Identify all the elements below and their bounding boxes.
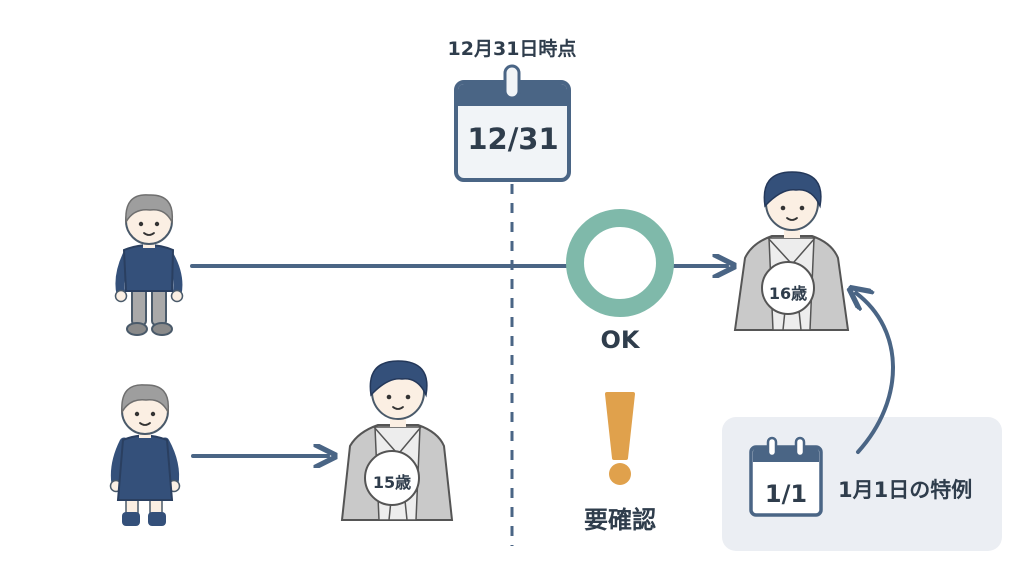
special-case-label: 1月1日の特例 (838, 478, 973, 502)
reference-date-label: 12月31日時点 (447, 38, 577, 60)
child-figure (109, 384, 181, 526)
calendar-date-text: 12/31 (467, 122, 559, 156)
arrow-icon (856, 293, 895, 454)
age-badge-16: 16歳 (768, 284, 808, 303)
warning-label: 要確認 (584, 506, 656, 534)
exclamation-icon (605, 392, 635, 485)
special-calendar-date-text: 1/1 (764, 480, 808, 508)
teen-figure (733, 171, 850, 331)
teen-figure (340, 360, 454, 521)
ok-label: OK (600, 326, 640, 354)
age-badge-15: 15歳 (372, 473, 412, 492)
child-figure (114, 194, 184, 336)
calendar-icon (749, 436, 823, 517)
ok-circle-icon (566, 209, 674, 317)
calendar-icon (454, 64, 571, 182)
